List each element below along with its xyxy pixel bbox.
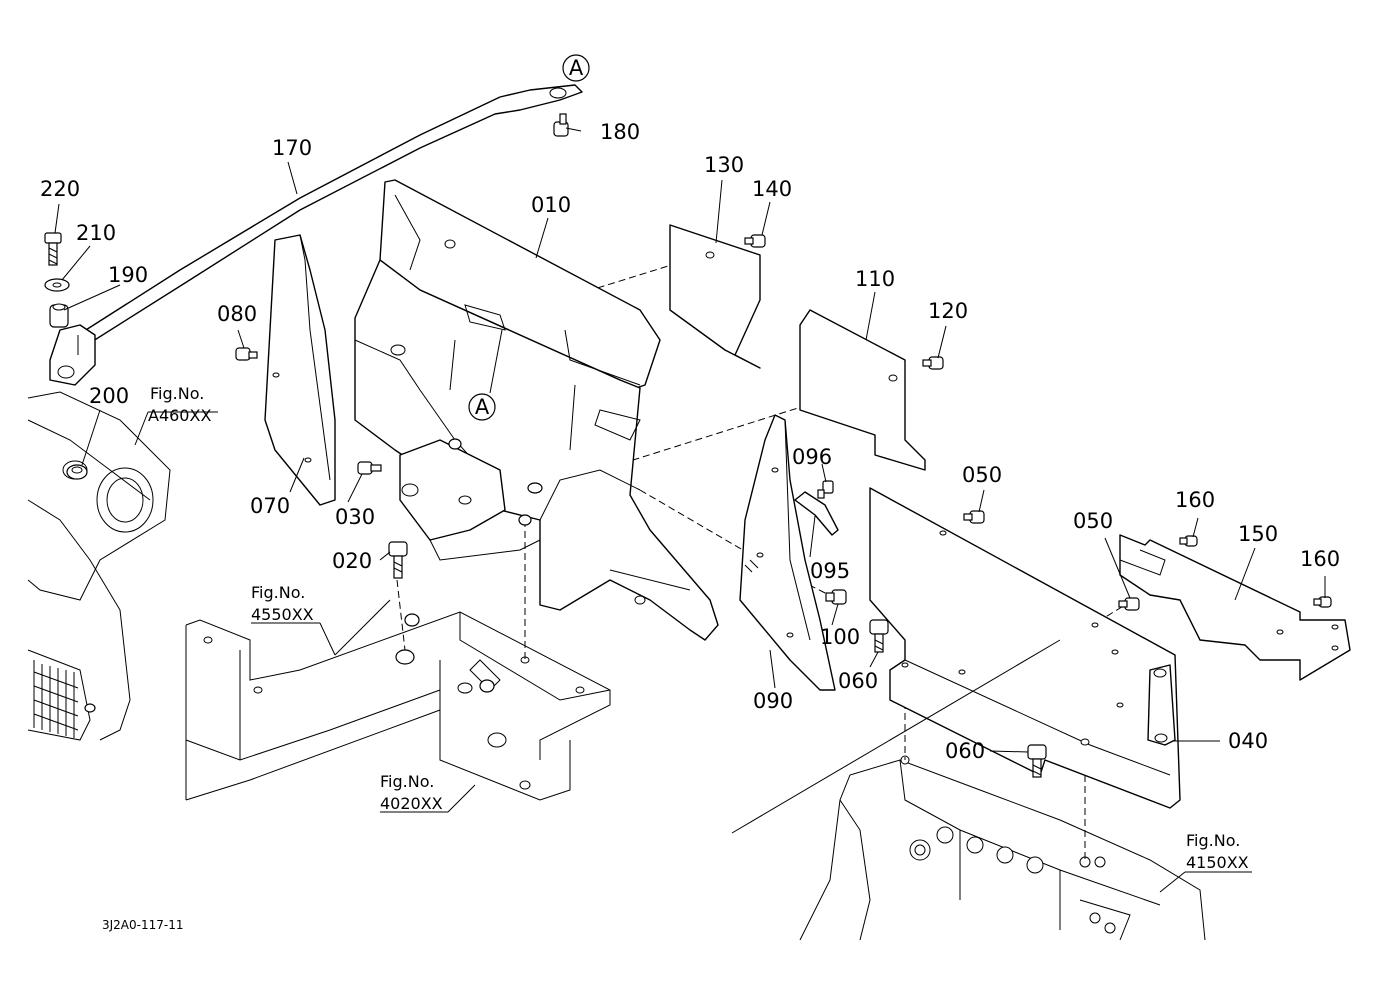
figref-4550-line1: Fig.No. [251,583,305,602]
label-050a: 050 [962,463,1002,487]
figref-4550-line2: 4550XX [251,605,314,624]
drawing-code: 3J2A0-117-11 [102,918,184,932]
stay-rod-170 [49,84,583,386]
figref-4150-line2: 4150XX [1186,853,1249,872]
label-150: 150 [1238,522,1278,546]
ref-marker-a-mid: A [468,393,496,421]
bolt-080 [235,347,258,361]
label-010: 010 [531,193,571,217]
engine-housing-left [27,391,171,741]
bolt-060-b [1027,744,1047,778]
part-labels: 170 180 010 130 140 110 120 220 210 190 … [40,120,1340,763]
washer-210 [44,278,70,292]
label-060a: 060 [838,669,878,693]
label-090: 090 [753,689,793,713]
plate-090 [739,414,836,691]
figref-4150-line1: Fig.No. [1186,831,1240,850]
label-160a: 160 [1175,488,1215,512]
label-050b: 050 [1073,509,1113,533]
bolt-050-b [1118,597,1140,611]
bolt-120 [922,356,944,370]
label-190: 190 [108,263,148,287]
label-070: 070 [250,494,290,518]
label-095: 095 [810,559,850,583]
bolt-220 [44,232,62,266]
ref-a-top-label: A [569,56,584,80]
fasteners [44,113,1332,778]
cover-150 [1119,534,1351,681]
label-120: 120 [928,299,968,323]
figref-a460: Fig.No. A460XX [148,384,211,425]
label-080: 080 [217,302,257,326]
bolt-050-a [963,510,985,524]
bolt-060-a [869,619,889,653]
label-020: 020 [332,549,372,573]
label-110: 110 [855,267,895,291]
label-040: 040 [1228,729,1268,753]
bolt-030 [357,461,382,475]
label-210: 210 [76,221,116,245]
screw-096 [817,480,834,499]
label-096: 096 [792,445,832,469]
clip-095 [794,491,839,536]
label-060b: 060 [945,739,985,763]
label-160b: 160 [1300,547,1340,571]
panel-040 [869,487,1181,809]
label-140: 140 [752,177,792,201]
bolt-140 [744,234,766,248]
label-170: 170 [272,136,312,160]
figref-4150: Fig.No. 4150XX [1186,831,1249,872]
figref-4020-line1: Fig.No. [380,772,434,791]
main-frame [185,611,611,801]
label-200: 200 [89,384,129,408]
leader-lines [54,127,1326,893]
bracket-010 [354,179,719,641]
figref-a460-line2: A460XX [148,406,211,425]
bolt-160-a [1179,535,1198,547]
figref-4550: Fig.No. 4550XX [251,583,314,624]
label-180: 180 [600,120,640,144]
cover-110 [799,309,926,471]
bolt-020 [388,541,408,579]
bolt-180 [553,113,569,137]
bolt-100 [825,589,847,605]
plate-070 [264,234,336,506]
cover-130 [669,224,761,369]
bolt-160-b [1313,596,1332,608]
figref-a460-line1: Fig.No. [150,384,204,403]
label-100: 100 [820,625,860,649]
label-220: 220 [40,177,80,201]
collar-190 [49,303,69,328]
label-130: 130 [704,153,744,177]
ref-marker-a-top: A [562,54,590,82]
figref-4020-line2: 4020XX [380,794,443,813]
figref-4020: Fig.No. 4020XX [380,772,443,813]
nut-200 [66,464,88,480]
label-030: 030 [335,505,375,529]
ref-a-mid-label: A [475,395,490,419]
